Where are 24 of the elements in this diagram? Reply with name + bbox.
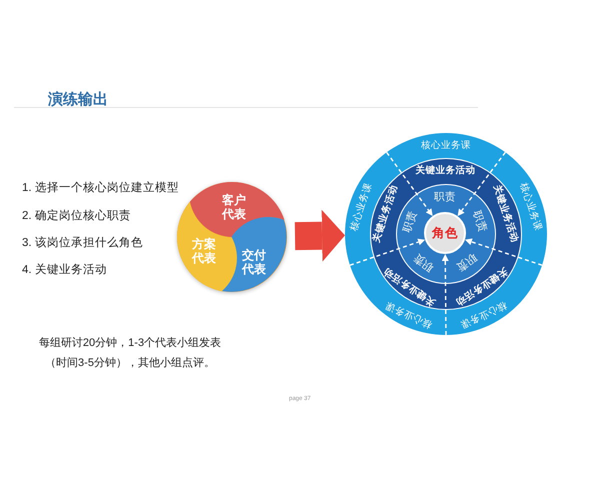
segment-label: 交付代表 [241, 248, 266, 276]
ring-label: 核心业务课 [421, 140, 471, 151]
center-circle: 角色 [424, 212, 466, 254]
list-item: 3. 该岗位承担什么角色 [22, 236, 143, 250]
ring-label: 关键业务活动 [416, 165, 476, 176]
segment-label: 客户代表 [221, 193, 246, 221]
segment-label: 方案代表 [191, 236, 216, 265]
dashed-arrow [350, 238, 426, 266]
dashed-arrow [464, 238, 542, 266]
ring-label: 职责 [402, 210, 420, 234]
slide-title: 演练输出 [48, 91, 108, 109]
circle-segment [190, 182, 284, 237]
ring-label: 职责 [434, 192, 456, 204]
list-item: 4. 关键业务活动 [22, 263, 107, 277]
ring-label: 核心业务课 [517, 181, 543, 232]
list-item: 1. 选择一个核心岗位建立模型 [22, 181, 179, 195]
ring-label: 关键业务活动 [491, 184, 520, 244]
dashed-arrow [386, 152, 433, 216]
block-arrow [294, 210, 345, 262]
note-text: 每组研讨20分钟，1-3个代表小组发表（时间3-5分钟），其他小组点评。 [38, 336, 222, 371]
dashed-arrow [442, 254, 449, 335]
list-item: 2. 确定岗位核心职责 [22, 209, 131, 223]
ring-label: 职责 [470, 210, 488, 234]
dashed-arrow [458, 152, 506, 216]
